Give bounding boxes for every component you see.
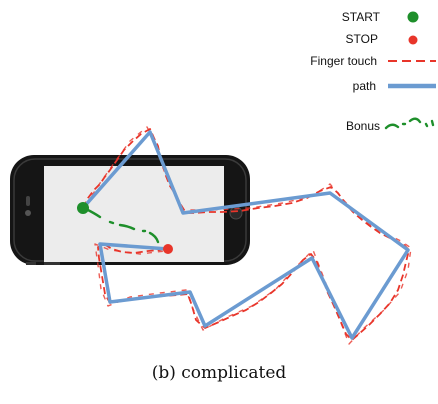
legend-stop-marker	[408, 35, 418, 45]
legend: START STOP Finger touch path Bonus	[310, 10, 436, 133]
legend-stop-label: STOP	[346, 32, 378, 46]
legend-bonus-line	[384, 117, 435, 130]
phone-camera	[26, 196, 30, 206]
phone-side-button-1	[26, 262, 36, 265]
path-line	[81, 130, 410, 340]
bonus-trace	[84, 207, 160, 244]
legend-path-label: path	[353, 79, 376, 93]
legend-finger-touch-label: Finger touch	[310, 54, 377, 68]
finger-touch-trace	[82, 128, 410, 341]
finger-touch-trace-secondary	[85, 126, 412, 345]
stop-marker	[163, 244, 173, 254]
phone-side-button-2	[44, 262, 60, 265]
legend-start-label: START	[342, 10, 381, 24]
legend-bonus-label: Bonus	[346, 119, 380, 133]
start-marker	[77, 202, 89, 214]
figure-caption: (b) complicated	[151, 363, 287, 383]
legend-start-marker	[407, 11, 419, 23]
phone-speaker	[25, 210, 31, 216]
